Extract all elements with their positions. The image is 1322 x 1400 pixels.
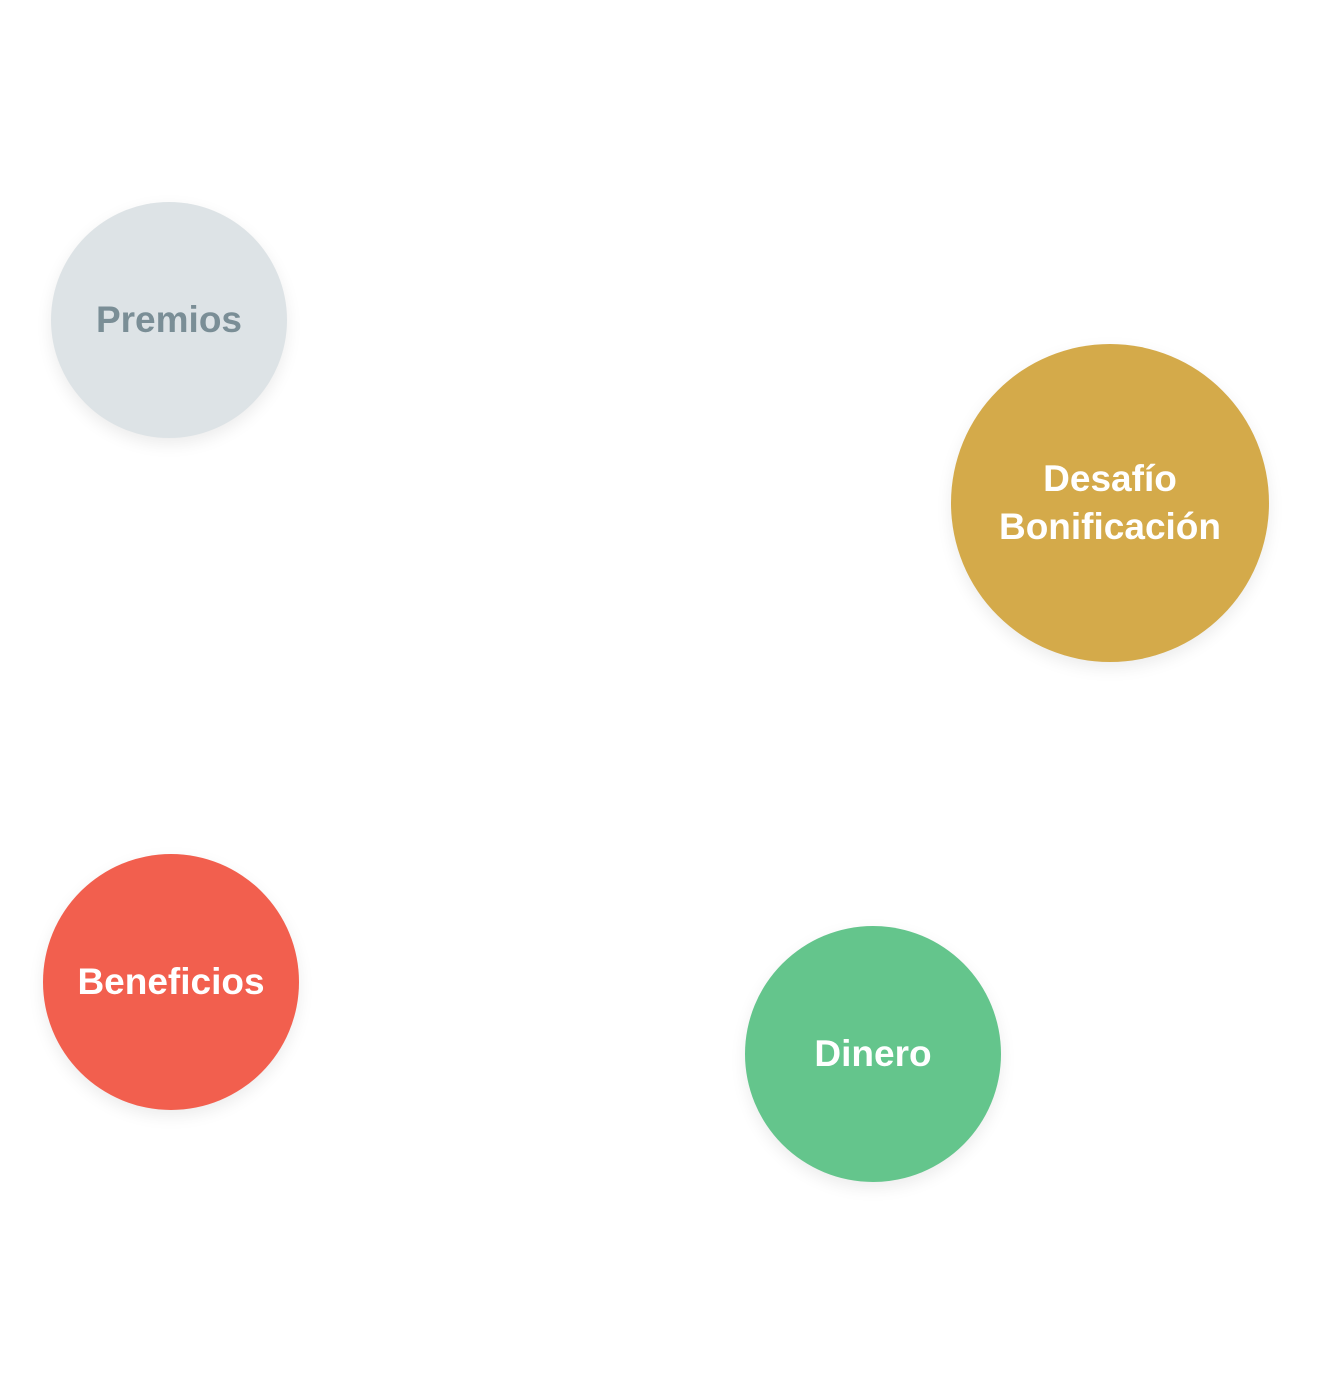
premios-bubble[interactable]: Premios <box>51 202 287 438</box>
beneficios-label: Beneficios <box>77 960 265 1002</box>
dinero-bubble[interactable]: Dinero <box>745 926 1001 1182</box>
desafio-bonificacion-bubble[interactable]: Desafío Bonificación <box>951 344 1269 662</box>
premios-label: Premios <box>95 298 242 340</box>
beneficios-bubble[interactable]: Beneficios <box>43 854 299 1110</box>
dinero-label: Dinero <box>814 1032 932 1074</box>
desafio-bonificacion-label: Desafío Bonificación <box>998 457 1222 547</box>
